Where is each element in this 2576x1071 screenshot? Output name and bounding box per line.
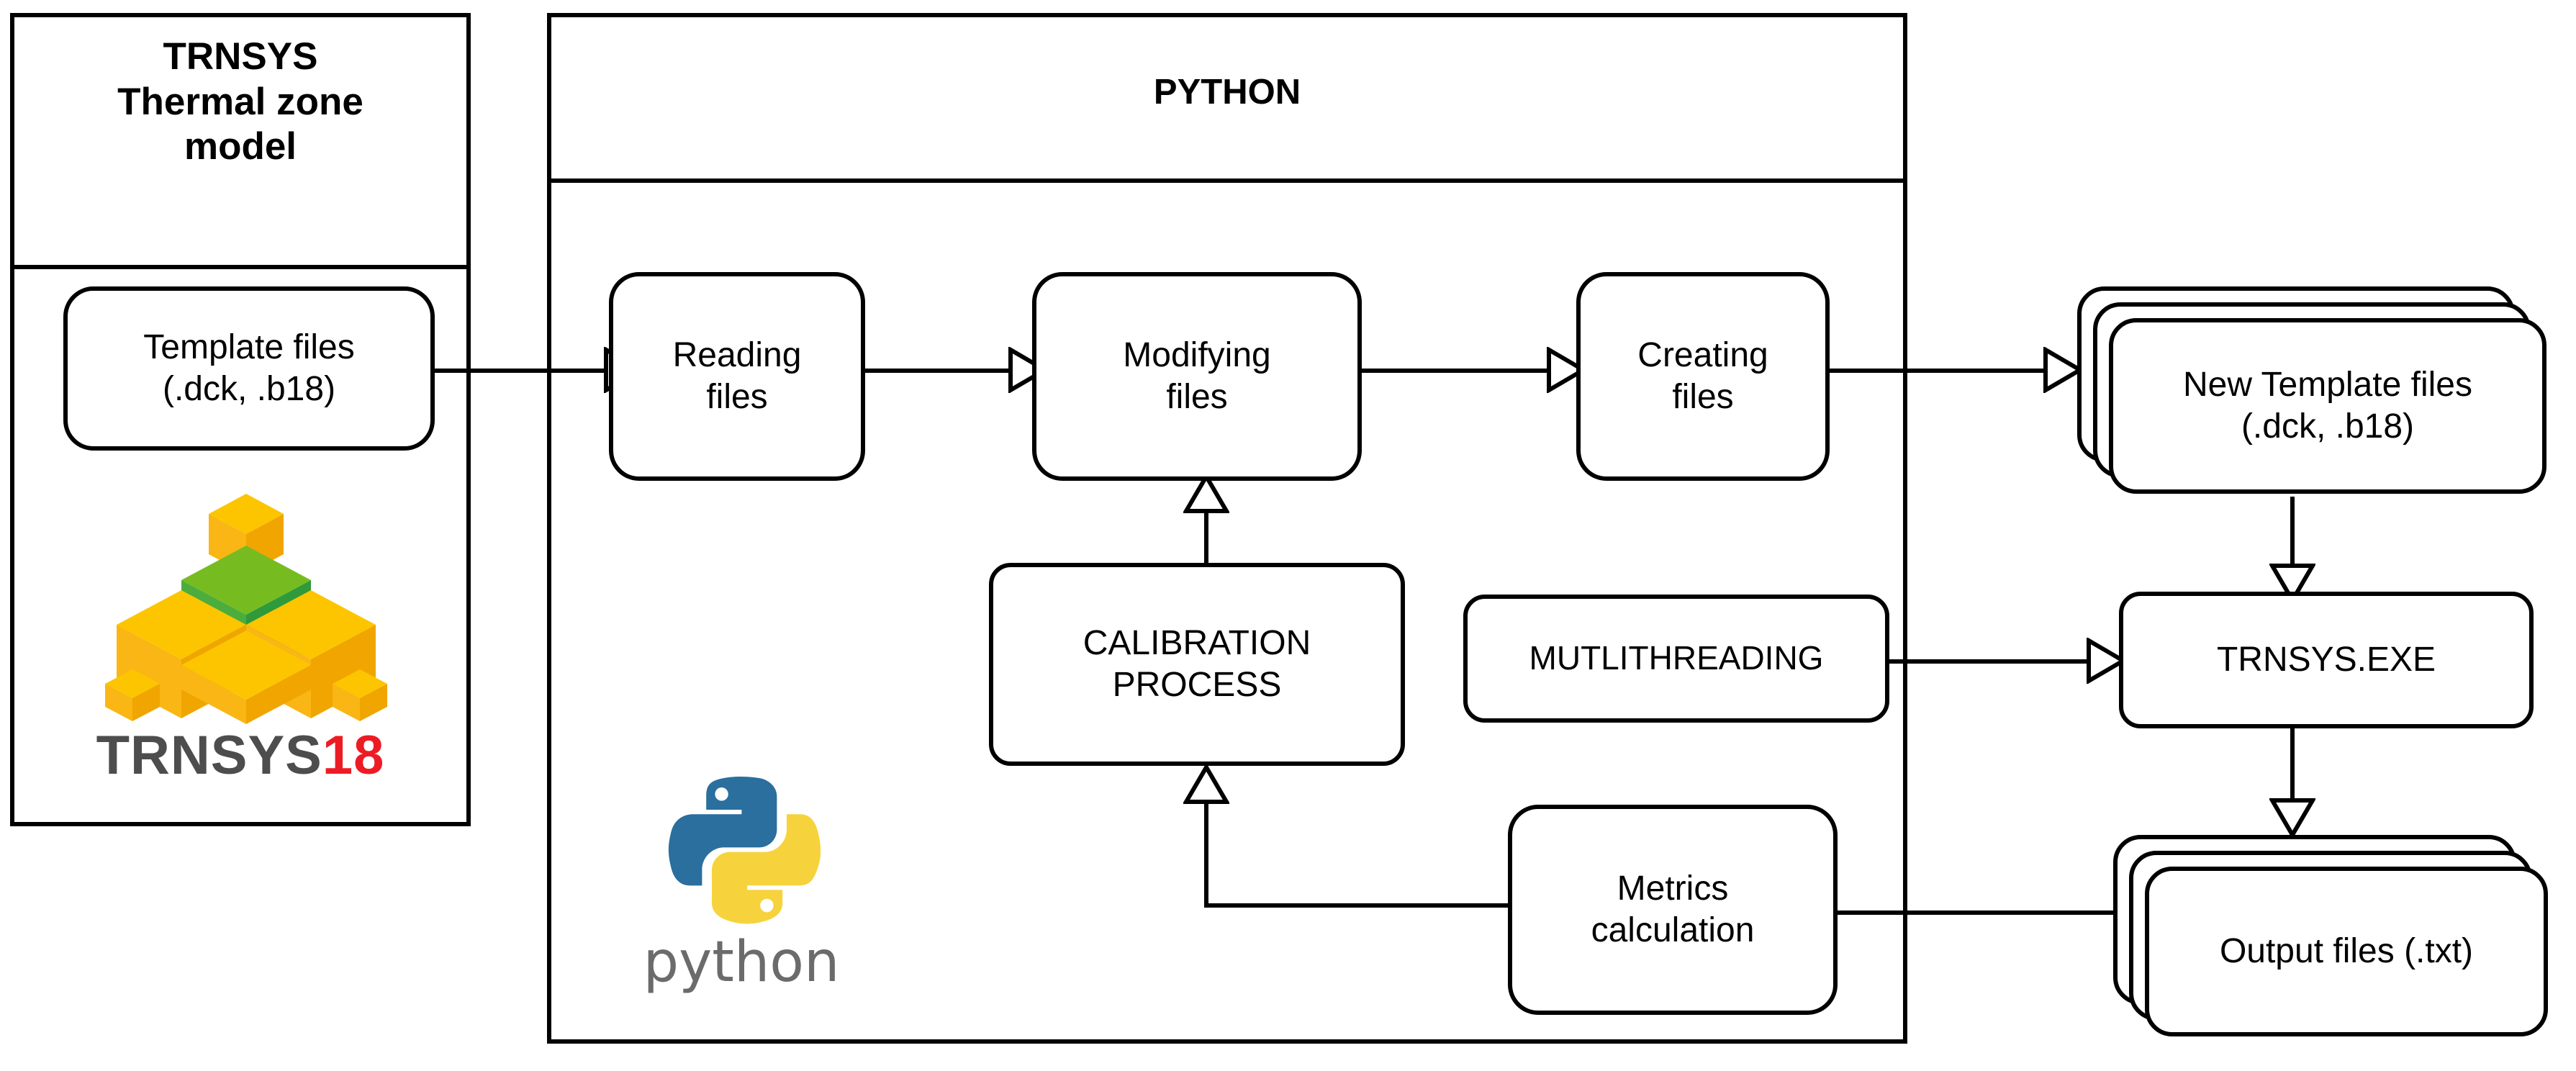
trnsys-wordmark: TRNSYS18 [43, 724, 438, 787]
flow-metrics-to-calibration-arrowhead [1183, 764, 1229, 805]
node-trnsys-exe[interactable]: TRNSYS.EXE [2119, 592, 2534, 728]
python-wordmark: python [643, 930, 840, 995]
flow-newtemplate-to-exe-line [2290, 497, 2295, 576]
flow-reading-to-modifying-arrowhead [1008, 347, 1048, 393]
trnsys-cubes-icon [95, 489, 397, 727]
trnsys-wordmark-main: TRNSYS [96, 725, 322, 786]
stack-layer-front: Output files (.txt) [2145, 867, 2548, 1036]
flow-reading-to-modifying-line [864, 369, 1029, 373]
trnsys-logo: TRNSYS18 [43, 489, 438, 799]
node-output-files[interactable]: Output files (.txt) [2113, 835, 2548, 1036]
node-modifying-files[interactable]: Modifying files [1032, 272, 1362, 481]
flow-metrics-to-calibration-vertical [1204, 803, 1208, 908]
flow-modifying-to-creating-arrowhead [1546, 347, 1586, 393]
trnsys-wordmark-version: 18 [322, 725, 385, 786]
node-template-files[interactable]: Template files (.dck, .b18) [63, 286, 435, 451]
trnsys-panel-title: TRNSYS Thermal zone model [117, 35, 363, 168]
python-snakes-icon [662, 770, 821, 928]
flow-output-to-metrics-line [1634, 910, 2195, 915]
node-new-template-files[interactable]: New Template files (.dck, .b18) [2077, 286, 2546, 494]
flow-modifying-to-creating-line [1360, 369, 1569, 373]
python-panel-divider [547, 178, 1907, 183]
flow-exe-to-output-arrowhead [2269, 797, 2315, 838]
flow-calibration-to-modifying-line [1204, 500, 1208, 593]
flow-exe-to-output-line [2290, 727, 2295, 821]
node-metrics-calculation[interactable]: Metrics calculation [1508, 805, 1838, 1015]
node-calibration-process[interactable]: CALIBRATION PROCESS [989, 563, 1405, 766]
flow-newtemplate-to-exe-arrowhead [2269, 563, 2315, 603]
node-multithreading[interactable]: MUTLITHREADING [1463, 595, 1889, 723]
flow-metrics-to-calibration-horizontal [1204, 903, 1521, 908]
flow-template-to-reading-line [429, 369, 619, 373]
flow-creating-to-newtemplate-line [1828, 369, 2066, 373]
node-creating-files[interactable]: Creating files [1576, 272, 1830, 481]
python-panel-title: PYTHON [1153, 73, 1301, 112]
python-logo: python [619, 770, 864, 1022]
stack-layer-front: New Template files (.dck, .b18) [2109, 318, 2546, 494]
node-reading-files[interactable]: Reading files [609, 272, 865, 481]
flow-creating-to-newtemplate-arrowhead [2043, 347, 2083, 393]
flow-multithreading-to-exe-line [1699, 659, 2109, 664]
flow-multithreading-to-exe-arrowhead [2086, 638, 2126, 684]
flow-calibration-to-modifying-arrowhead [1183, 474, 1229, 514]
trnsys-panel-divider [10, 265, 471, 269]
